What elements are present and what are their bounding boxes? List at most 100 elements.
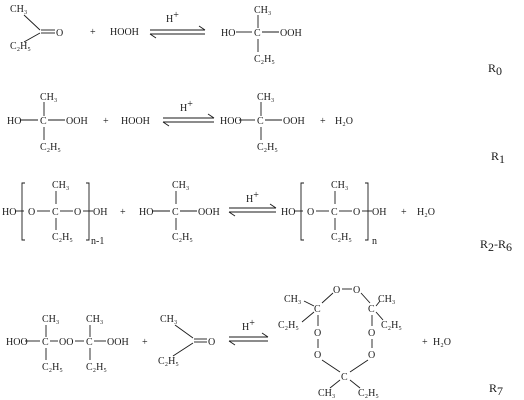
methyl-label: CH₃ — [86, 314, 103, 325]
water-label: H₂O — [335, 116, 353, 127]
bond — [321, 359, 341, 373]
hydroxy-end-label: OH — [93, 207, 107, 218]
ethyl-label: C₂H₅ — [42, 362, 63, 373]
ring-oxygen-label: O — [368, 350, 375, 361]
ring-carbon-label: C — [314, 304, 321, 315]
bond — [303, 300, 315, 307]
ring-oxygen-label: O — [314, 350, 321, 361]
catalyst-label: H+ — [242, 318, 255, 333]
repeat-index-label: n — [372, 236, 377, 247]
reaction-label: R1 — [491, 149, 505, 166]
ring-oxygen-label: O — [314, 328, 321, 339]
reaction-r1: CH₃ HO C OOH C₂H₅ + HOOH H+ CH₃ HOO C O — [7, 92, 505, 166]
hydroperoxy-label: OOH — [66, 116, 88, 127]
ethyl-label: C₂H₅ — [257, 142, 278, 153]
hydroxy-end-label: OH — [372, 207, 386, 218]
reaction-label: R2-R6 — [480, 237, 512, 254]
hydroxy-hydroperoxide-molecule: CH₃ HO C OOH C₂H₅ — [139, 180, 220, 243]
carbon-label: C — [331, 207, 338, 218]
hydroxy-hydroperoxide-molecule: CH₃ HO C OOH C₂H₅ — [221, 5, 302, 65]
carbonyl-oxygen-label: O — [208, 337, 215, 348]
plus-sign: + — [103, 116, 109, 127]
plus-sign: + — [120, 207, 126, 218]
bond — [375, 311, 384, 321]
methyl-label: CH₃ — [172, 180, 189, 191]
ring-carbon-label: C — [341, 372, 348, 383]
carbon-label: C — [86, 337, 93, 348]
bond — [172, 342, 194, 357]
plus-sign: + — [401, 207, 407, 218]
reaction-label: R0 — [488, 61, 502, 78]
hydrogen-peroxide-label: HOOH — [121, 116, 150, 127]
oxygen-label: O — [307, 207, 314, 218]
methyl-label: CH₃ — [254, 5, 271, 16]
hydroxy-label: HO — [7, 116, 21, 127]
reaction-label: R7 — [489, 381, 503, 398]
reaction-r7: CH₃ HOO C OO C OOH CH₃ C₂H₅ C₂H₅ + CH₃ C… — [6, 285, 503, 399]
catalyst-label: H+ — [246, 190, 259, 205]
carbon-label: C — [42, 337, 49, 348]
left-bracket — [21, 182, 25, 241]
bond — [174, 324, 194, 339]
carbon-label: C — [52, 207, 59, 218]
hydroxy-label: HO — [221, 28, 235, 39]
plus-sign: + — [90, 27, 96, 38]
equilibrium-arrow: H+ — [228, 318, 269, 346]
butanone-molecule: CH₃ C₂H₅ O — [158, 314, 215, 367]
equilibrium-arrow: H+ — [149, 10, 206, 39]
methyl-label: CH₃ — [331, 180, 348, 191]
equilibrium-arrow: H+ — [162, 99, 215, 127]
peroxide-oligomer-molecule: HO O C O OH CH₃ C₂H₅ n-1 — [2, 180, 107, 247]
ring-oxygen-label: O — [333, 285, 340, 296]
bond — [321, 292, 334, 304]
ethyl-label: C₂H₅ — [331, 232, 352, 243]
hydroperoxy-label: OOH — [198, 207, 220, 218]
plus-sign: + — [320, 116, 326, 127]
hydrogen-peroxide-label: HOOH — [110, 27, 139, 38]
ethyl-label: C₂H₅ — [86, 362, 107, 373]
ethyl-label: C₂H₅ — [52, 232, 73, 243]
hydroperoxy-label: HOO — [6, 337, 28, 348]
methyl-label: CH₃ — [318, 388, 335, 399]
ring-oxygen-label: O — [353, 285, 360, 296]
cyclic-triperoxide-ring: O O C C CH₃ C₂H₅ CH₃ C₂H₅ O O O O — [278, 285, 402, 399]
ethyl-label: C₂H₅ — [40, 142, 61, 153]
hydroperoxy-label: OOH — [283, 116, 305, 127]
ethyl-label: C₂H₅ — [381, 320, 402, 331]
bond — [329, 379, 341, 389]
ring-carbon-label: C — [368, 304, 375, 315]
butanone-molecule: CH₃ C₂H₅ O — [10, 4, 63, 52]
hydroxy-end-label: HO — [281, 207, 295, 218]
oxygen-label: O — [353, 207, 360, 218]
plus-sign: + — [142, 337, 148, 348]
hydroxy-end-label: HO — [2, 207, 16, 218]
hydroxy-label: HO — [139, 207, 153, 218]
bond — [23, 32, 41, 43]
bond — [375, 300, 381, 307]
carbon-label: C — [254, 28, 261, 39]
methyl-label: CH₃ — [52, 180, 69, 191]
ethyl-label: C₂H₅ — [358, 388, 379, 399]
oxygen-label: O — [28, 207, 35, 218]
hydroxy-hydroperoxide-molecule: CH₃ HO C OOH C₂H₅ — [7, 92, 88, 153]
methyl-label: CH₃ — [160, 314, 177, 325]
right-bracket — [86, 182, 90, 241]
ethyl-label: C₂H₅ — [158, 356, 179, 367]
equilibrium-arrow: H+ — [228, 190, 277, 217]
bond — [301, 311, 315, 323]
carbon-label: C — [172, 207, 179, 218]
hydroperoxy-label: OOH — [280, 28, 302, 39]
reaction-r2-r6: HO O C O OH CH₃ C₂H₅ n-1 + CH₃ HO C OOH — [2, 180, 512, 254]
peroxide-oligomer-molecule: HO O C O OH CH₃ C₂H₅ n — [281, 180, 386, 247]
peroxy-bridge-label: OO — [59, 337, 73, 348]
left-bracket — [300, 182, 304, 241]
carbon-label: C — [40, 116, 47, 127]
methyl-label: CH₃ — [284, 294, 301, 305]
plus-sign: + — [422, 337, 428, 348]
bond — [360, 292, 371, 304]
methyl-label: CH₃ — [42, 314, 59, 325]
methyl-label: CH₃ — [257, 92, 274, 103]
catalyst-label: H+ — [166, 10, 179, 25]
